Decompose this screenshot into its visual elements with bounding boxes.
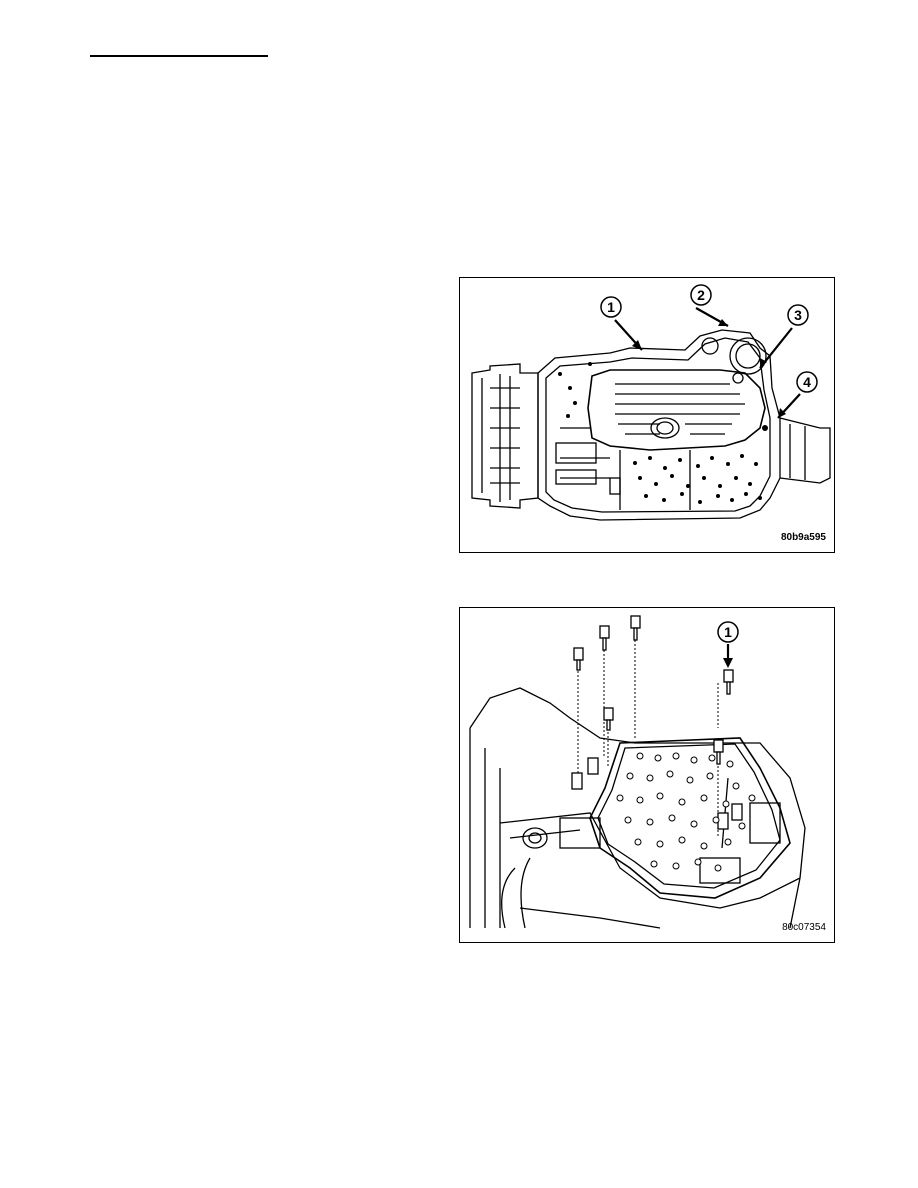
figure-valve-body-bolts: 1 80c07354 (459, 607, 835, 943)
valve-body-illustration (469, 615, 806, 929)
figure-valve-body-filter: 1 2 3 4 80b9a595 (459, 277, 835, 553)
header-rule (90, 55, 268, 57)
figure-code: 80b9a595 (780, 532, 826, 543)
transmission-illustration (471, 284, 831, 521)
figure-code: 80c07354 (782, 922, 826, 933)
